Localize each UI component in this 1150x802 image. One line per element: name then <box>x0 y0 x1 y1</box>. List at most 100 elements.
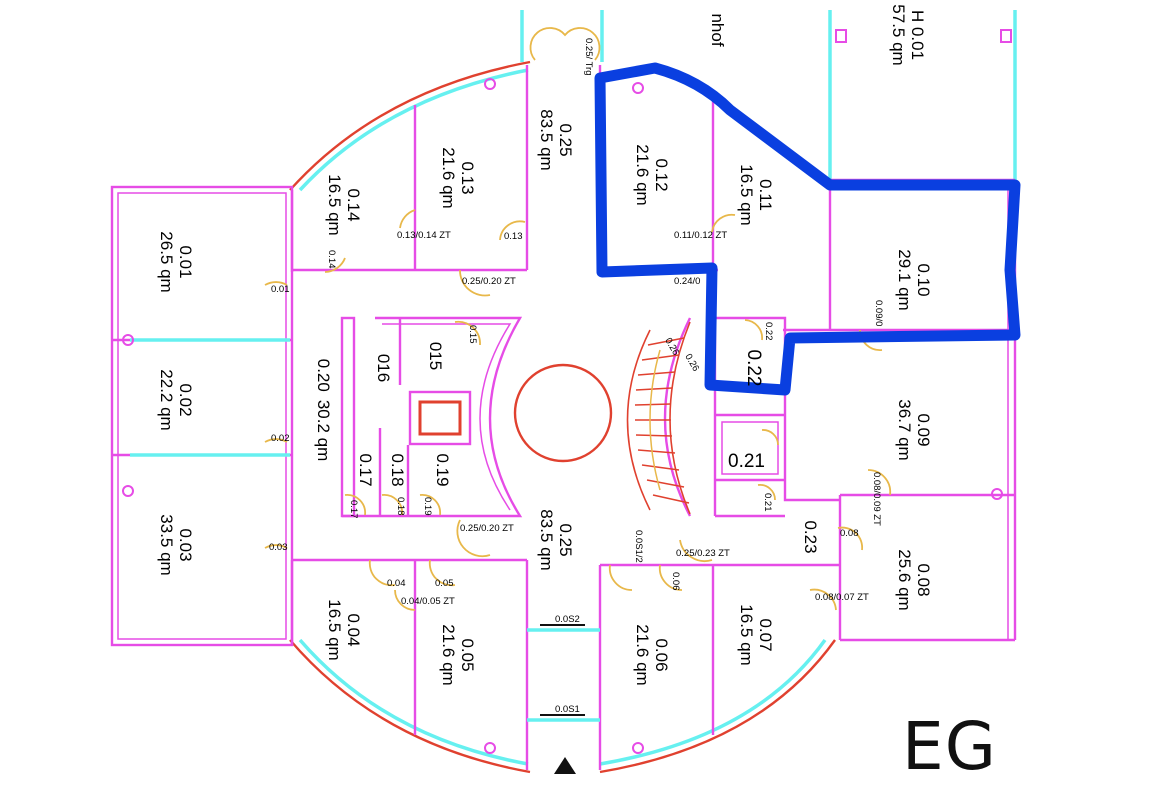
room-area: 57.5 qm <box>889 4 908 65</box>
room-area: 33.5 qm <box>157 514 176 575</box>
room-id: 0.11 <box>756 179 775 211</box>
svg-text:0.1416.5 qm: 0.1416.5 qm <box>325 174 363 235</box>
room-id: 0.08 <box>914 563 933 596</box>
door-label: 0.18 <box>395 497 406 516</box>
door-label: 0.04/0.05 ZT <box>401 596 455 607</box>
room-area: 25.6 qm <box>895 549 914 610</box>
fixtures <box>122 29 1012 754</box>
door-label: 0.11/0.12 ZT <box>674 230 727 241</box>
room-id: 0.21 <box>728 451 765 472</box>
svg-text:0.0825.6 qm: 0.0825.6 qm <box>895 549 933 610</box>
stair-label: 0.0S2 <box>555 614 580 625</box>
svg-text:0.1116.5 qm: 0.1116.5 qm <box>737 164 775 225</box>
room-area: 16.5 qm <box>325 174 344 235</box>
door-label: 0.21 <box>762 493 773 512</box>
room-area: 36.7 qm <box>895 399 914 460</box>
door-label: 0.05 <box>435 578 454 589</box>
room-labels: 0.0126.5 qm 0.0222.2 qm 0.0333.5 qm 0.04… <box>157 4 933 685</box>
room-id: 0.14 <box>344 188 363 221</box>
room-id: 0.06 <box>652 638 671 671</box>
room-id: 016 <box>374 354 393 382</box>
door-label: 0.08 <box>840 528 859 539</box>
door-label: 0.17 <box>348 500 359 519</box>
stair-label: 0.26 <box>682 352 701 374</box>
stair-label: 0.0S1 <box>555 704 580 715</box>
room-id: 0.20 <box>314 359 333 392</box>
room-area: 16.5 qm <box>325 599 344 660</box>
room-id: 0.05 <box>458 638 477 671</box>
door-label: 0.15 <box>467 325 478 344</box>
svg-text:0.0126.5 qm: 0.0126.5 qm <box>157 231 195 292</box>
svg-text:0.0521.6 qm: 0.0521.6 qm <box>439 624 477 685</box>
door-label: 0.02 <box>271 433 290 444</box>
door-label: 0.08/0.07 ZT <box>815 592 869 603</box>
room-id: 0.22 <box>743 350 764 387</box>
room-id: 0.07 <box>756 618 775 651</box>
room-id: 0.13 <box>458 161 477 194</box>
door-label: 0.13/0.14 ZT <box>397 230 451 241</box>
door-label: 0.04 <box>387 578 406 589</box>
door-label: 0.01 <box>271 284 290 295</box>
door-label: 0.25/0.23 ZT <box>676 548 730 559</box>
room-area: 30.2 qm <box>314 400 333 461</box>
room-area: 21.6 qm <box>633 144 652 205</box>
door-label: 0.06 <box>670 572 681 591</box>
stair-landings <box>527 624 600 722</box>
room-id: 0.19 <box>433 453 452 486</box>
room-area: 16.5 qm <box>737 164 756 225</box>
svg-text:0.0222.2 qm: 0.0222.2 qm <box>157 369 195 430</box>
entrance-arrow-icon <box>554 757 576 774</box>
room-id: H 0.01 <box>908 10 927 60</box>
door-label: 0.08/0.09 ZT <box>871 472 882 526</box>
room-id: 0.17 <box>356 453 375 486</box>
door-label: 0.03 <box>269 542 288 553</box>
svg-text:0.0936.7 qm: 0.0936.7 qm <box>895 399 933 460</box>
room-area: 16.5 qm <box>737 604 756 665</box>
atrium-circle <box>513 363 613 463</box>
svg-text:0.1029.1 qm: 0.1029.1 qm <box>895 249 933 310</box>
room-id: 0.25 <box>556 523 575 556</box>
room-area: 21.6 qm <box>439 147 458 208</box>
room-area: 83.5 qm <box>537 509 556 570</box>
staircase <box>626 321 691 515</box>
exterior-facade <box>289 10 1017 774</box>
svg-text:0.0716.5 qm: 0.0716.5 qm <box>737 604 775 665</box>
door-label: 0.0S1/2 <box>633 530 644 563</box>
room-area: 29.1 qm <box>895 249 914 310</box>
door-label: 0.09/0 <box>873 300 884 326</box>
door-label: 0.24/0 <box>674 276 700 287</box>
floor-level-label: EG <box>902 708 997 785</box>
svg-text:0.0333.5 qm: 0.0333.5 qm <box>157 514 195 575</box>
door-label: 0.25/0.20 ZT <box>462 276 516 287</box>
svg-text:0.1321.6 qm: 0.1321.6 qm <box>439 147 477 208</box>
room-id-partial: nhof <box>708 13 727 46</box>
room-area: 21.6 qm <box>633 624 652 685</box>
room-id: 0.10 <box>914 263 933 296</box>
room-area: 83.5 qm <box>537 109 556 170</box>
door-label: 0.19 <box>422 497 433 516</box>
door-swings <box>264 27 892 611</box>
room-area: 21.6 qm <box>439 624 458 685</box>
svg-text:H 0.0157.5 qm: H 0.0157.5 qm <box>889 4 927 65</box>
door-label: 0.13 <box>504 231 523 242</box>
svg-text:0.2030.2 qm: 0.20 30.2 qm <box>314 359 333 462</box>
walls <box>110 65 1017 770</box>
svg-text:0.1221.6 qm: 0.1221.6 qm <box>633 144 671 205</box>
room-id: 0.02 <box>176 383 195 416</box>
svg-text:0.0416.5 qm: 0.0416.5 qm <box>325 599 363 660</box>
door-label: 0.25/0.20 ZT <box>460 523 514 534</box>
room-id: 0.12 <box>652 158 671 191</box>
door-label: 0.22 <box>763 322 774 341</box>
svg-text:0.0621.6 qm: 0.0621.6 qm <box>633 624 671 685</box>
room-id: 0.25 <box>556 123 575 156</box>
room-id: 0.23 <box>801 520 820 553</box>
room-id: 0.03 <box>176 528 195 561</box>
room-id: 0.01 <box>176 245 195 278</box>
door-label: 0.14 <box>326 250 337 269</box>
room-id: 0.18 <box>388 453 407 486</box>
door-label: 0.25/ Trg <box>583 38 594 76</box>
svg-text:0.2583.5 qm: 0.2583.5 qm <box>537 109 575 170</box>
room-id: 0.04 <box>344 613 363 646</box>
room-id: 0.09 <box>914 413 933 446</box>
